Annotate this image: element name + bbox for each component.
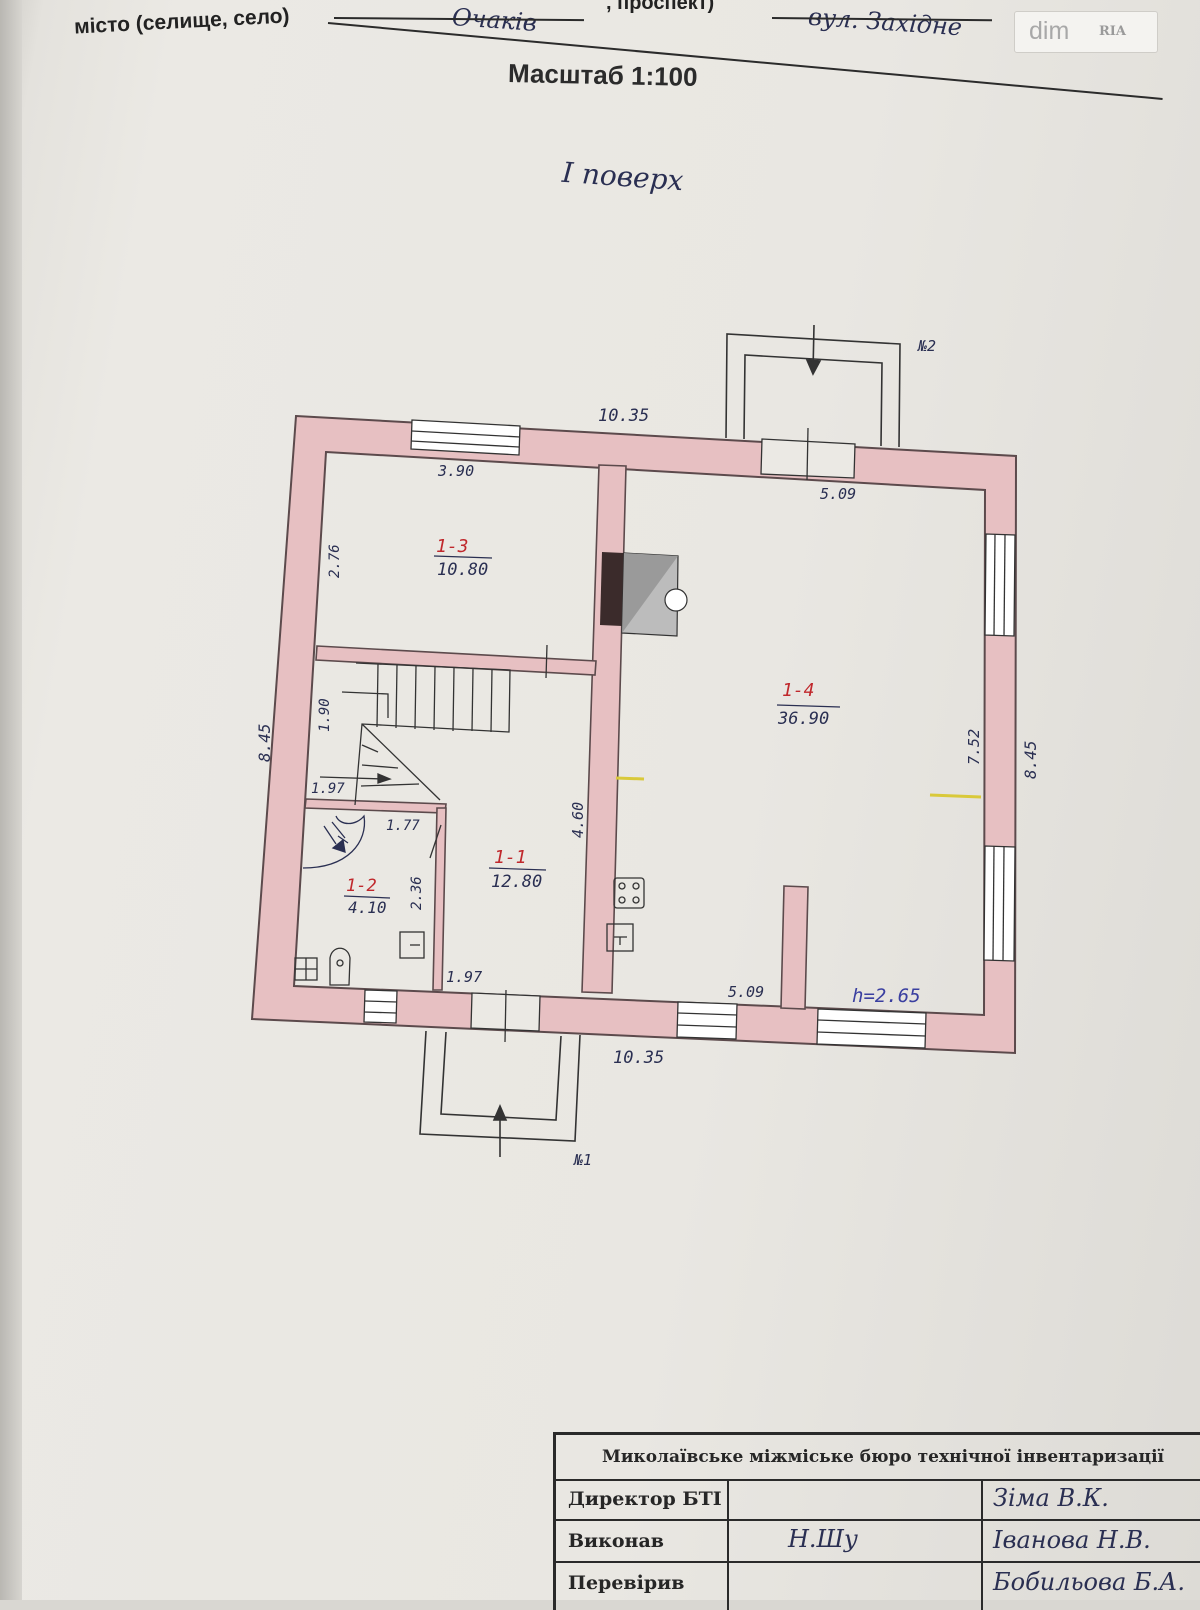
sink-icon xyxy=(606,923,634,952)
room-1-3-id: 1-3 xyxy=(436,536,469,557)
interior-walls xyxy=(304,464,809,1010)
bath-sink-icon xyxy=(399,931,425,959)
title-block-organization: Миколаївське міжміське бюро технічної ін… xyxy=(556,1435,1200,1481)
dim-right-overall: 8.45 xyxy=(1021,740,1040,779)
entrance-2-label: №2 xyxy=(917,337,936,355)
row-name: Зіма В.К. xyxy=(993,1484,1109,1512)
dimria-watermark: dim RIA xyxy=(1014,11,1158,53)
room-1-1-area: 12.80 xyxy=(491,872,542,892)
title-block: Миколаївське міжміське бюро технічної ін… xyxy=(553,1432,1200,1610)
windows xyxy=(363,419,1016,1049)
porch-1 xyxy=(419,1030,581,1157)
dim-top-overall: 10.35 xyxy=(598,406,649,426)
dim-room13-depth: 2.76 xyxy=(327,544,343,578)
row-label: Директор БТІ xyxy=(568,1488,722,1510)
room-1-2-area: 4.10 xyxy=(348,898,387,917)
row-name: Бобильова Б.А. xyxy=(993,1568,1185,1596)
dim-room14-depth: 7.52 xyxy=(965,729,983,765)
room-labels: 1-3 10.80 1-4 36.90 1-1 12.80 1-2 4.10 №… xyxy=(343,337,936,1169)
room-1-2-id: 1-2 xyxy=(346,876,377,896)
organization-name: Миколаївське міжміське бюро технічної ін… xyxy=(602,1447,1164,1467)
washbasin-icon xyxy=(294,957,318,981)
street-label: , проспект) xyxy=(606,0,715,14)
door-openings xyxy=(429,427,856,1043)
dimension-labels: 10.35 10.35 8.45 8.45 3.90 2.76 5.09 5.0… xyxy=(255,406,1040,1068)
toilet-icon xyxy=(329,947,351,986)
title-block-row: Директор БТІ Зіма В.К. xyxy=(556,1479,1200,1521)
row-label: Перевірив xyxy=(568,1572,685,1594)
dim-bottom-overall: 10.35 xyxy=(613,1048,664,1068)
title-block-row: Перевірив Бобильова Б.А. xyxy=(556,1563,1200,1603)
room-1-3-area: 10.80 xyxy=(437,560,488,580)
shower-icon xyxy=(302,814,366,869)
row-label: Виконав xyxy=(568,1530,664,1552)
room-1-1-id: 1-1 xyxy=(494,847,527,868)
dim-stair-width: 1.97 xyxy=(311,781,345,797)
title-block-row: Виконав Н.Шу Іванова Н.В. xyxy=(556,1521,1200,1563)
dim-room14-bottom: 5.09 xyxy=(728,983,764,1001)
room-1-4-id: 1-4 xyxy=(782,680,815,701)
entrance-1-label: №1 xyxy=(573,1151,592,1169)
dim-room14-top: 5.09 xyxy=(820,485,856,503)
exterior-walls xyxy=(250,414,1018,1055)
dim-bath-width: 1.77 xyxy=(386,818,420,834)
staircase xyxy=(319,662,511,806)
ceiling-height: h=2.65 xyxy=(852,985,921,1007)
title-block-divider-2 xyxy=(981,1479,983,1610)
dim-hall-depth: 4.60 xyxy=(569,802,587,838)
title-block-divider-1 xyxy=(727,1479,729,1610)
stove xyxy=(600,552,688,637)
dim-stair-height: 1.90 xyxy=(317,698,333,732)
row-signature: Н.Шу xyxy=(788,1525,858,1553)
dim-bath-depth: 2.36 xyxy=(409,876,425,910)
room-1-4-area: 36.90 xyxy=(777,709,829,729)
dim-hall-bottom: 1.97 xyxy=(446,968,482,986)
watermark-sub: RIA xyxy=(1099,24,1126,39)
row-name: Іванова Н.В. xyxy=(993,1526,1151,1554)
door-marks xyxy=(615,776,982,799)
page-binding-edge xyxy=(0,0,22,1600)
porch-2 xyxy=(725,324,901,448)
cooker-icon xyxy=(613,877,645,909)
watermark-brand: dim xyxy=(1029,17,1070,45)
dim-left-overall: 8.45 xyxy=(255,723,274,762)
dim-room13-width: 3.90 xyxy=(437,462,474,480)
